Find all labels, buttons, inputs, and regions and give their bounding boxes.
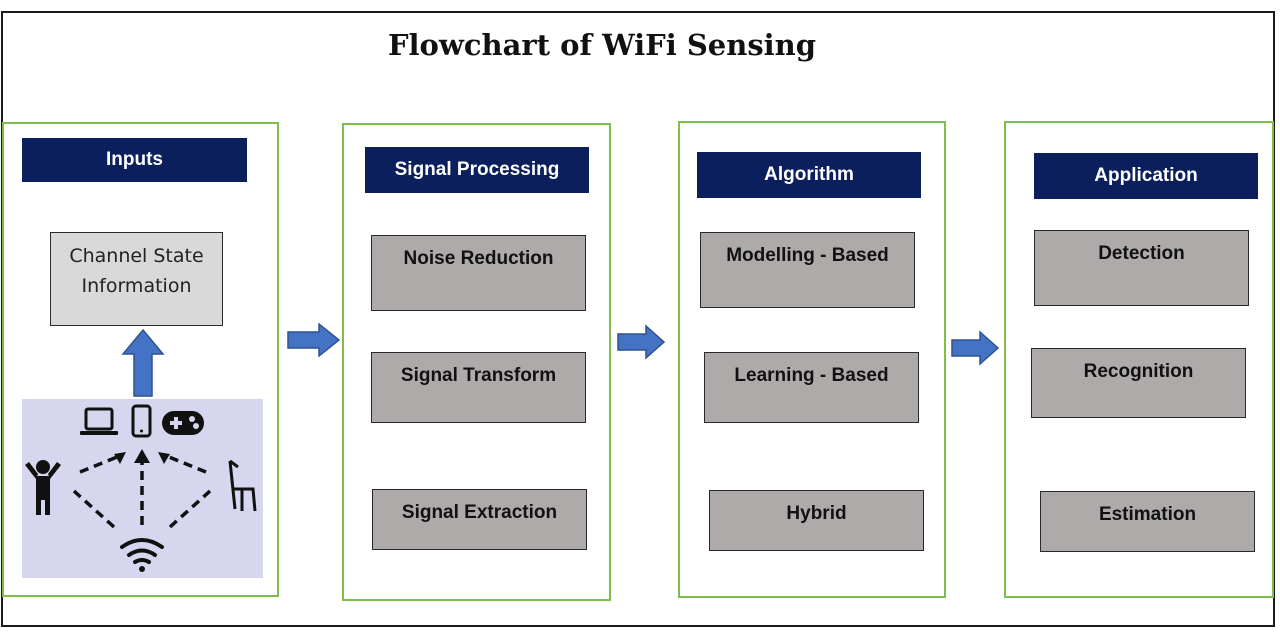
- csi-box: Channel State Information: [50, 232, 223, 326]
- laptop-icon: [80, 407, 118, 435]
- application-header: Application: [1034, 153, 1258, 199]
- diagram-title: Flowchart of WiFi Sensing: [387, 28, 817, 62]
- inputs-header: Inputs: [22, 138, 247, 182]
- hybrid-box: Hybrid: [709, 490, 924, 551]
- gamepad-icon: [162, 411, 204, 435]
- right-arrow-icon-3: [951, 330, 1000, 366]
- learning-based-box: Learning - Based: [704, 352, 919, 423]
- detection-box: Detection: [1034, 230, 1249, 306]
- wifi-icon: [120, 538, 164, 564]
- modelling-based-box: Modelling - Based: [700, 232, 915, 308]
- wifi-scene-illustration: [22, 399, 263, 578]
- right-arrow-icon-1: [287, 322, 341, 358]
- signal-extraction-box: Signal Extraction: [372, 489, 587, 550]
- up-arrow-icon: [121, 328, 165, 397]
- csi-line-2: Information: [81, 275, 192, 297]
- chair-icon: [228, 459, 257, 512]
- recognition-box: Recognition: [1031, 348, 1246, 418]
- phone-icon: [131, 404, 152, 438]
- person-icon: [25, 460, 61, 515]
- estimation-box: Estimation: [1040, 491, 1255, 552]
- right-arrow-icon-2: [617, 324, 666, 360]
- signal-transform-box: Signal Transform: [371, 352, 586, 423]
- signal-processing-header: Signal Processing: [365, 147, 589, 193]
- algorithm-header: Algorithm: [697, 152, 921, 198]
- noise-reduction-box: Noise Reduction: [371, 235, 586, 311]
- csi-line-1: Channel State: [69, 245, 204, 267]
